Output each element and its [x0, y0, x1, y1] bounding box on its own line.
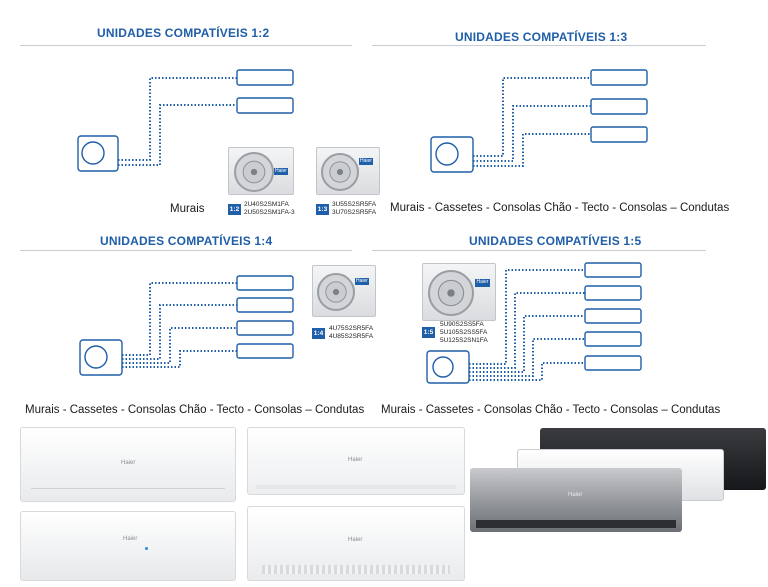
outdoor-unit-fan-icon — [81, 141, 105, 165]
outdoor-unit-photo: Haier — [312, 265, 376, 317]
section-caption-1-5: Murais - Cassetes - Consolas Chão - Tect… — [381, 404, 721, 416]
indoor-unit-icon — [584, 308, 642, 324]
air-vent — [262, 565, 450, 574]
ratio-badge-1-5: 1:5 — [422, 327, 435, 338]
outdoor-unit-fan-icon — [432, 356, 454, 378]
indoor-unit-icon — [236, 320, 294, 336]
fan-icon — [321, 153, 359, 191]
display-light — [145, 547, 148, 550]
model-list-1-3: 3U55S2SR5FA 3U70S2SR5FA — [332, 201, 376, 217]
section-rule — [20, 45, 352, 46]
ratio-badge-1-2: 1:2 — [228, 204, 241, 215]
wall-unit-photo: Haier — [20, 427, 236, 502]
section-title-1-2: UNIDADES COMPATÍVEIS 1:2 — [97, 26, 270, 40]
air-vent — [256, 485, 456, 489]
section-caption-1-3: Murais - Cassetes - Consolas Chão - Tect… — [390, 202, 730, 214]
model-name: 2U50S2SM1FA-3 — [244, 209, 295, 216]
model-name: 2U40S2SM1FA — [244, 201, 289, 208]
wall-unit-silver-photo: Haier — [470, 468, 682, 532]
wall-unit-photo: Haier — [247, 427, 465, 495]
brand-logo: Haier — [359, 158, 373, 165]
model-name: 3U70S2SR5FA — [332, 209, 377, 216]
indoor-unit-icon — [590, 69, 648, 86]
brand-logo: Haier — [123, 536, 138, 542]
section-rule — [20, 250, 352, 251]
air-vent — [31, 488, 225, 495]
brand-logo: Haier — [355, 278, 369, 285]
outdoor-unit-fan-icon — [84, 345, 108, 369]
indoor-unit-icon — [584, 262, 642, 278]
outdoor-unit-photo: Haier — [422, 263, 496, 321]
indoor-unit-icon — [590, 126, 648, 143]
section-rule — [372, 250, 706, 251]
brand-logo: Haier — [475, 279, 490, 287]
brand-logo: Haier — [348, 537, 363, 543]
model-list-1-4: 4U75S2SR5FA 4U85S2SR5FA — [329, 325, 373, 341]
outdoor-unit-fan-icon — [435, 142, 459, 166]
outdoor-unit-icon — [77, 135, 119, 172]
wall-unit-photo: Haier — [20, 511, 236, 581]
outdoor-unit-icon — [79, 339, 123, 376]
outdoor-unit-photo: Haier — [316, 147, 380, 195]
indoor-unit-icon — [584, 331, 642, 347]
brand-logo: Haier — [348, 457, 363, 463]
model-name: 5U105S2SS5FA — [440, 329, 488, 336]
indoor-unit-icon — [584, 355, 642, 371]
model-name: 4U85S2SR5FA — [329, 333, 374, 340]
fan-icon — [317, 273, 355, 311]
outdoor-unit-icon — [430, 136, 474, 173]
air-vent — [476, 520, 676, 528]
section-title-1-3: UNIDADES COMPATÍVEIS 1:3 — [455, 30, 628, 44]
model-name: 5U125S2SN1FA — [440, 337, 488, 344]
model-name: 4U75S2SR5FA — [329, 325, 374, 332]
brand-logo: Haier — [121, 460, 136, 466]
section-rule — [372, 45, 706, 46]
model-list-1-2: 2U40S2SM1FA 2U50S2SM1FA-3 — [244, 201, 295, 217]
brand-logo: Haier — [568, 492, 583, 498]
model-name: 3U55S2SR5FA — [332, 201, 377, 208]
outdoor-unit-photo: Haier — [228, 147, 294, 195]
model-list-1-5: 5U90S2SS5FA 5U105S2SS5FA 5U125S2SN1FA — [440, 321, 488, 345]
fan-icon — [234, 152, 274, 192]
wall-unit-photo: Haier — [247, 506, 465, 581]
section-title-1-4: UNIDADES COMPATÍVEIS 1:4 — [100, 234, 273, 248]
section-caption-1-2: Murais — [170, 203, 205, 215]
ratio-badge-1-4: 1:4 — [312, 328, 325, 339]
ratio-badge-1-3: 1:3 — [316, 204, 329, 215]
model-name: 5U90S2SS5FA — [440, 321, 484, 328]
brand-logo: Haier — [274, 168, 288, 175]
indoor-unit-icon — [584, 285, 642, 301]
section-title-1-5: UNIDADES COMPATÍVEIS 1:5 — [469, 234, 642, 248]
section-caption-1-4: Murais - Cassetes - Consolas Chão - Tect… — [25, 404, 365, 416]
fan-icon — [428, 270, 474, 316]
